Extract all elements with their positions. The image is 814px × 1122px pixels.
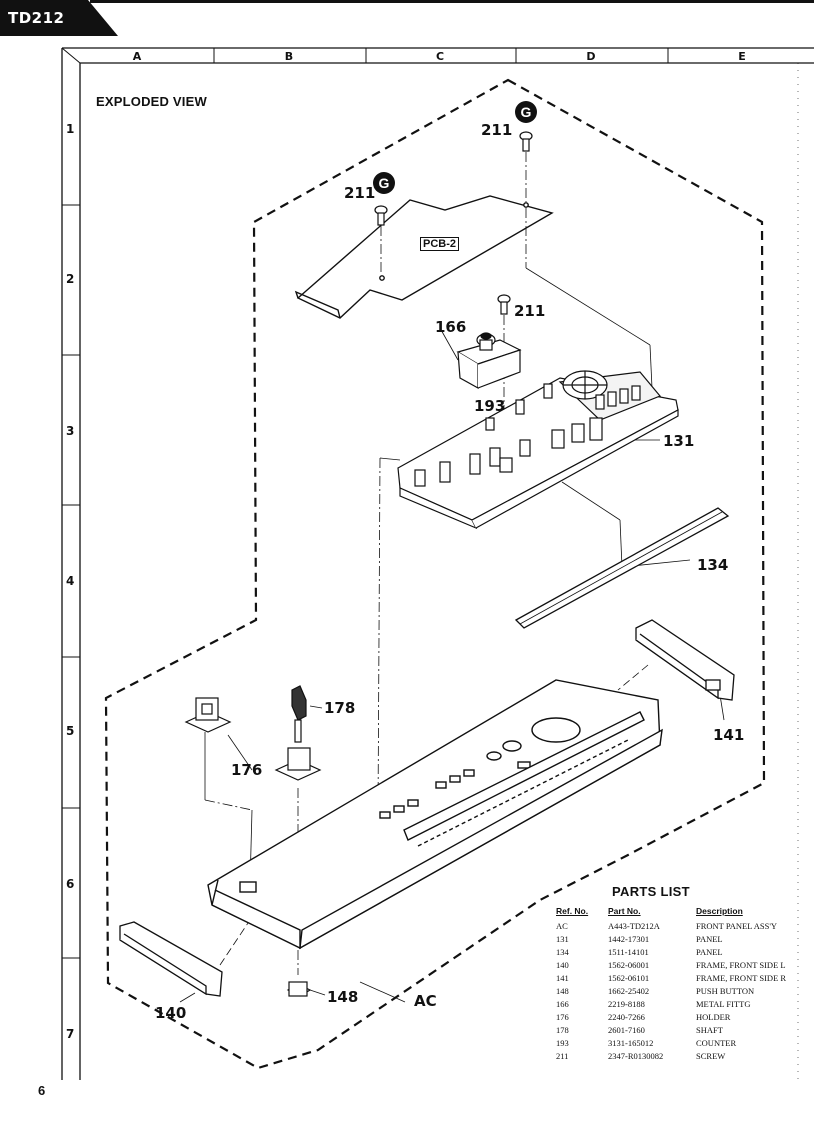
table-row: 178 2601-7160 SHAFT [556, 1023, 786, 1036]
callout-134: 134 [697, 556, 729, 574]
screws [374, 131, 533, 315]
callout-193: 193 [474, 397, 506, 415]
group-g-marker: G [515, 101, 537, 123]
part-140-frame-left [119, 921, 223, 997]
callout-211: 211 [514, 302, 546, 320]
callout-131: 131 [663, 432, 695, 450]
top-rule [90, 0, 814, 3]
part-no: 1662-25402 [608, 985, 650, 996]
part-no: 1562-06101 [608, 972, 650, 983]
callout-166: 166 [435, 318, 467, 336]
grid-row-6: 6 [66, 877, 75, 891]
callout-140: 140 [155, 1004, 187, 1022]
pcb-2-label: PCB-2 [420, 237, 460, 251]
ref-no-header: Ref. No. [556, 906, 589, 916]
grid-column-d: D [586, 50, 596, 63]
description: PANEL [696, 946, 723, 957]
part-178-shaft [291, 685, 307, 743]
description: FRAME, FRONT SIDE L [696, 959, 786, 970]
grid-column-e: E [738, 50, 746, 63]
callout-ac: AC [414, 992, 437, 1010]
page-number: 6 [38, 1083, 46, 1098]
description: FRAME, FRONT SIDE R [696, 972, 787, 983]
table-row: AC A443-TD212A FRONT PANEL ASS'Y [556, 919, 786, 932]
callout-178: 178 [324, 699, 356, 717]
callout-211: 211 [344, 184, 376, 202]
description: PUSH BUTTON [696, 985, 755, 996]
table-row: 193 3131-165012 COUNTER [556, 1036, 786, 1049]
part-no: 1511-14101 [608, 946, 649, 957]
description: SCREW [696, 1050, 726, 1061]
table-row: 211 2347-R0130082 SCREW [556, 1049, 786, 1062]
part-141-frame-right [635, 619, 735, 701]
description: FRONT PANEL ASS'Y [696, 920, 778, 931]
part-no: 2347-R0130082 [608, 1050, 664, 1061]
ref-no: 211 [556, 1050, 569, 1061]
description: HOLDER [696, 1011, 731, 1022]
ref-no: 193 [556, 1037, 569, 1048]
callout-141: 141 [713, 726, 745, 744]
grid-row-7: 7 [66, 1027, 75, 1041]
ref-no: 134 [556, 946, 569, 957]
description: METAL FITTG [696, 998, 751, 1009]
model-tab [0, 0, 118, 36]
ref-no: 140 [556, 959, 569, 970]
part-166-metal-fitting [456, 332, 522, 390]
part-no-header: Part No. [608, 906, 641, 916]
grid-row-2: 2 [66, 272, 75, 286]
grid-row-5: 5 [66, 724, 75, 738]
table-row: 148 1662-25402 PUSH BUTTON [556, 984, 786, 997]
part-no: A443-TD212A [608, 920, 660, 931]
part-no: 2601-7160 [608, 1024, 645, 1035]
part-131-panel [397, 370, 679, 530]
part-148-push-button [286, 981, 312, 997]
callout-148: 148 [327, 988, 359, 1006]
part-no: 2240-7266 [608, 1011, 645, 1022]
callout-176: 176 [231, 761, 263, 779]
grid-row-1: 1 [66, 122, 75, 136]
part-no: 2219-8188 [608, 998, 645, 1009]
parts-list-title: PARTS LIST [612, 884, 690, 899]
model-label: TD212 [8, 9, 65, 27]
grid-column-b: B [284, 50, 294, 63]
description: COUNTER [696, 1037, 737, 1048]
part-no: 3131-165012 [608, 1037, 654, 1048]
part-176-holders [184, 697, 322, 781]
description: PANEL [696, 933, 723, 944]
grid-frame [61, 47, 814, 1080]
ref-no: 131 [556, 933, 569, 944]
drawing-title: EXPLODED VIEW [96, 94, 207, 109]
ref-no: 178 [556, 1024, 569, 1035]
group-g-marker: G [373, 172, 395, 194]
table-row: 131 1442-17301 PANEL [556, 932, 786, 945]
parts-list-header-row: Ref. No. Part No. Description [556, 906, 786, 919]
table-row: 134 1511-14101 PANEL [556, 945, 786, 958]
ref-no: 166 [556, 998, 569, 1009]
ref-no: 176 [556, 1011, 569, 1022]
part-134-panel-strip [514, 507, 730, 629]
grid-row-3: 3 [66, 424, 75, 438]
ref-no: 148 [556, 985, 569, 996]
grid-column-c: C [435, 50, 445, 63]
table-row: 166 2219-8188 METAL FITTG [556, 997, 786, 1010]
ref-no: AC [556, 920, 568, 931]
table-row: 140 1562-06001 FRAME, FRONT SIDE L [556, 958, 786, 971]
part-no: 1562-06001 [608, 959, 650, 970]
front-panel-chassis [207, 679, 663, 950]
grid-column-a: A [132, 50, 142, 63]
description: SHAFT [696, 1024, 723, 1035]
description-header: Description [696, 906, 743, 916]
grid-row-4: 4 [66, 574, 75, 588]
parts-list-table: Ref. No. Part No. Description AC A443-TD2… [556, 906, 786, 1062]
callout-211: 211 [481, 121, 513, 139]
part-no: 1442-17301 [608, 933, 650, 944]
assembly-boundary [104, 78, 766, 1070]
table-row: 176 2240-7266 HOLDER [556, 1010, 786, 1023]
ref-no: 141 [556, 972, 569, 983]
pcb-2-board [294, 195, 554, 319]
table-row: 141 1562-06101 FRAME, FRONT SIDE R [556, 971, 786, 984]
